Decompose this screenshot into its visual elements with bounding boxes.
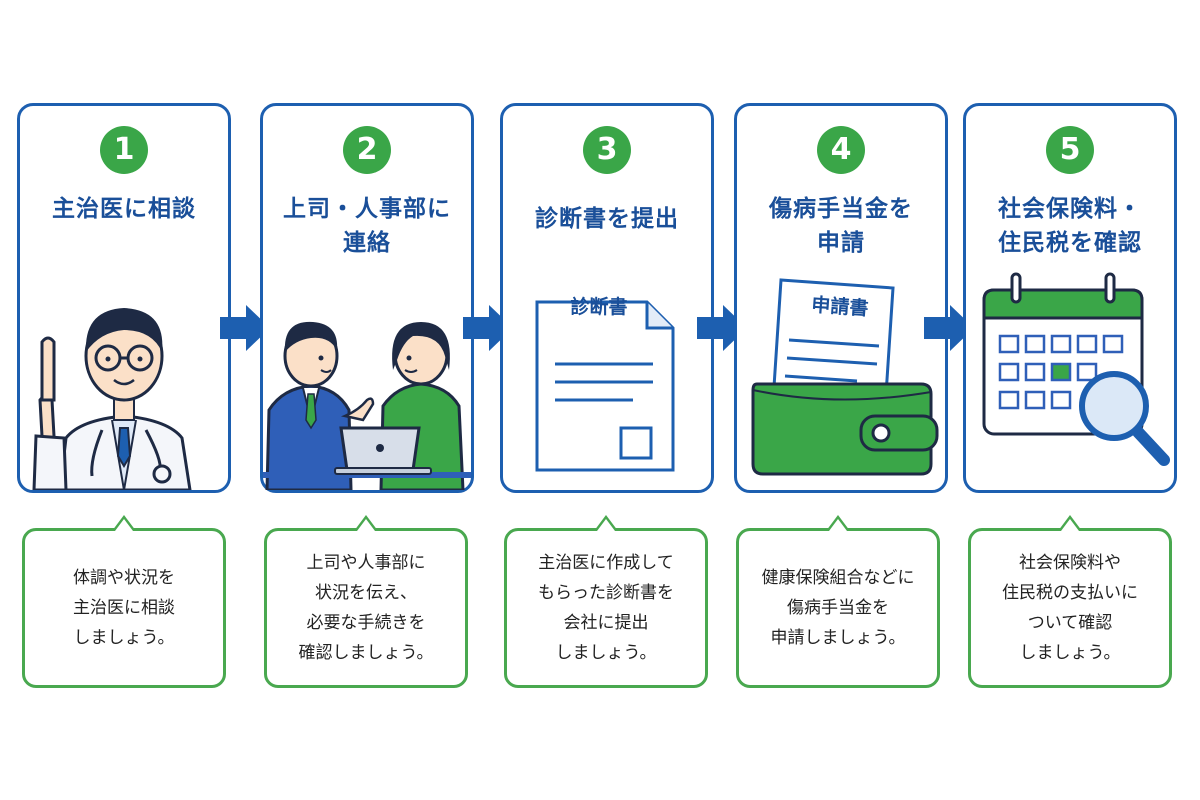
document-illustration [535, 300, 675, 472]
description-text-2: 上司や人事部に 状況を伝え、 必要な手続きを 確認しましょう。 [298, 553, 434, 663]
step-description-4: 健康保険組合などに 傷病手当金を 申請しましょう。 [736, 515, 940, 688]
step-number-5: 5 [1046, 126, 1094, 174]
bubble-tail [112, 515, 136, 531]
doctor-illustration [32, 308, 192, 490]
step-card-2: 2 上司・人事部に 連絡 [260, 103, 474, 493]
step-title-2: 上司・人事部に 連絡 [283, 196, 451, 256]
step-number-3: 3 [583, 126, 631, 174]
step-title-1: 主治医に相談 [52, 196, 196, 222]
step-title-3: 診断書を提出 [535, 206, 679, 232]
description-text-1: 体調や状況を 主治医に相談 しましょう。 [73, 568, 175, 648]
step-number-4: 4 [817, 126, 865, 174]
document-label: 診断書 [570, 296, 628, 318]
wallet-illustration [751, 278, 939, 476]
step-description-2: 上司や人事部に 状況を伝え、 必要な手続きを 確認しましょう。 [264, 515, 468, 688]
bubble-tail [354, 515, 378, 531]
step-number-2: 2 [343, 126, 391, 174]
bubble-tail [826, 515, 850, 531]
step-number-1: 1 [100, 126, 148, 174]
step-description-1: 体調や状況を 主治医に相談 しましょう。 [22, 515, 226, 688]
arrow-right-icon [924, 305, 974, 351]
meeting-illustration [263, 321, 471, 490]
step-description-5: 社会保険料や 住民税の支払いに ついて確認 しましょう。 [968, 515, 1172, 688]
step-title-4: 傷病手当金を 申請 [769, 196, 913, 256]
calendar-magnifier-illustration [982, 272, 1170, 466]
step-card-5: 5 社会保険料・ 住民税を確認 [963, 103, 1177, 493]
arrow-right-icon [220, 305, 270, 351]
step-description-3: 主治医に作成して もらった診断書を 会社に提出 しましょう。 [504, 515, 708, 688]
step-card-3: 3 診断書を提出 診断書 [500, 103, 714, 493]
description-text-5: 社会保険料や 住民税の支払いに ついて確認 しましょう。 [1002, 553, 1138, 663]
description-text-3: 主治医に作成して もらった診断書を 会社に提出 しましょう。 [538, 553, 674, 663]
bubble-tail [1058, 515, 1082, 531]
step-card-1: 1 主治医に相談 [17, 103, 231, 493]
bubble-tail [594, 515, 618, 531]
description-text-4: 健康保険組合などに 傷病手当金を 申請しましょう。 [761, 568, 915, 648]
step-title-5: 社会保険料・ 住民税を確認 [998, 196, 1142, 256]
step-card-4: 4 傷病手当金を 申請 申請書 [734, 103, 948, 493]
